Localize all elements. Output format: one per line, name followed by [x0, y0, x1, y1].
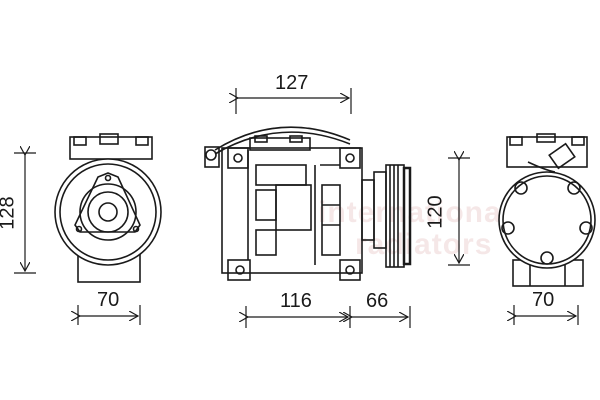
dimension-front-width: 70	[97, 289, 120, 311]
dimension-front-height: 128	[0, 196, 19, 230]
watermark-line1: international	[318, 196, 512, 229]
dimension-side-pulley: 66	[366, 290, 389, 312]
dimension-side-top: 127	[275, 72, 309, 94]
watermark-line2: radiators	[355, 228, 493, 261]
side-view	[204, 126, 412, 281]
front-view	[54, 133, 162, 283]
dimension-rear-width: 70	[532, 289, 555, 311]
rear-view	[498, 133, 596, 287]
dimension-side-body: 116	[280, 290, 312, 312]
dimension-side-height: 120	[424, 195, 447, 229]
